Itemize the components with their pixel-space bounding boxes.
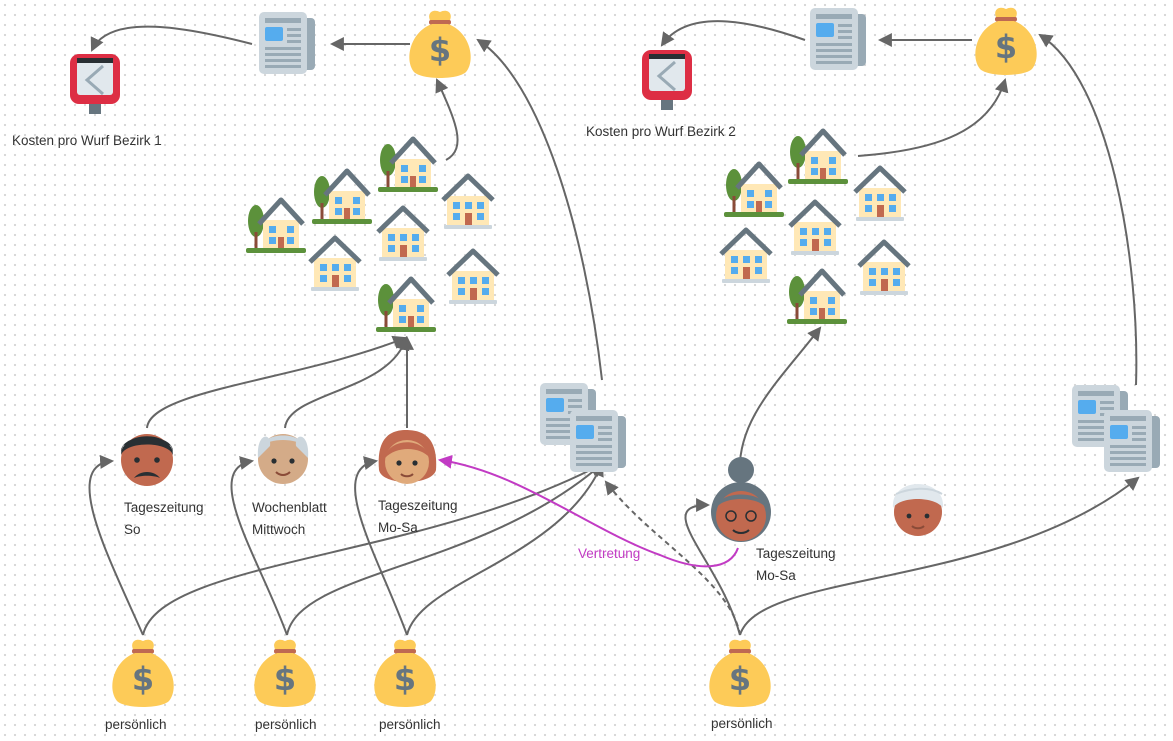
moneybag-icon-district-2[interactable] (975, 7, 1037, 75)
cost-label-district-2: Kosten pro Wurf Bezirk 2 (586, 124, 736, 139)
house-icon (859, 242, 909, 295)
house-icon (448, 251, 498, 304)
arrow-houses-to-moneybag-2 (857, 77, 1009, 157)
carrier-label-wochenblatt: Wochenblatt Mittwoch (252, 497, 327, 541)
house-with-tree-icon (724, 164, 784, 217)
house-icon (443, 176, 493, 229)
carrier-tageszeitung-mosa-person-icon[interactable] (378, 430, 437, 484)
newspaper-icon-district-1[interactable] (259, 12, 315, 74)
house-icon (855, 168, 905, 221)
carrier-label-mosa: Tageszeitung Mo-Sa (378, 495, 458, 539)
house-with-tree-icon (378, 139, 438, 192)
carrier-label-line1: Tageszeitung (756, 546, 836, 561)
substitution-arrow (437, 454, 739, 568)
house-icon (310, 238, 360, 291)
arrow-payment2-to-stack (286, 462, 604, 636)
arrow-payment3-to-carrier-mosa (354, 456, 408, 636)
carrier-tageszeitung-mosa-2-person-icon[interactable] (711, 457, 771, 542)
arrow-carrier-wochenblatt-to-houses (284, 335, 410, 429)
carrier-wochenblatt-person-icon[interactable] (257, 434, 309, 484)
arrow-payment3-to-stack (406, 462, 604, 636)
payment-label-3: persönlich (379, 717, 441, 732)
payment-label-2: persönlich (255, 717, 317, 732)
carrier-label-line1: Tageszeitung (378, 498, 458, 513)
arrow-payment1-to-stack (142, 463, 604, 636)
house-cluster-district-2 (721, 131, 909, 324)
arrow-payment2-to-carrier-wochenblatt (230, 456, 288, 636)
moneybag-icon-payment-1[interactable] (112, 639, 174, 707)
carrier-label-line1: Wochenblatt (252, 500, 327, 515)
moneybag-icon-payment-4[interactable] (709, 639, 771, 707)
arrow-payment1-to-carrier-so (88, 454, 144, 636)
newspaper-icon-district-2[interactable] (810, 8, 866, 70)
house-with-tree-icon (376, 279, 436, 332)
house-icon (721, 230, 771, 283)
arrow-stack-to-moneybag-2 (1038, 33, 1138, 386)
carrier-label-line2: Mo-Sa (756, 568, 796, 583)
carrier-tageszeitung-so-person-icon[interactable] (120, 434, 174, 486)
substitution-label: Vertretung (578, 546, 641, 561)
arrow-carrier-mosa2-to-houses (738, 326, 822, 479)
house-with-tree-icon (246, 200, 306, 253)
carrier-label-line2: Mittwoch (252, 522, 306, 537)
newspaper-stack-icon-district-2[interactable] (1072, 385, 1160, 472)
carrier-label-so: Tageszeitung So (124, 497, 204, 541)
moneybag-icon-district-1[interactable] (409, 10, 471, 78)
arrow-payment4-to-stack1-dashed (604, 480, 741, 636)
carrier-label-line1: Tageszeitung (124, 500, 204, 515)
payment-label-4: persönlich (711, 716, 773, 731)
arrow-payment4-to-stack2 (739, 476, 1140, 636)
payment-label-1: persönlich (105, 717, 167, 732)
connector-arrows (88, 20, 1140, 636)
arrow-carrier-so-to-houses (146, 335, 407, 429)
mailbox-icon-district-1[interactable] (68, 52, 122, 116)
house-with-tree-icon (788, 131, 848, 184)
house-with-tree-icon (312, 171, 372, 224)
moneybag-icon-payment-2[interactable] (254, 639, 316, 707)
house-icon (790, 202, 840, 255)
house-with-tree-icon (787, 271, 847, 324)
house-cluster-district-1 (246, 139, 498, 332)
moneybag-icon-payment-3[interactable] (374, 639, 436, 707)
bystander-person-icon[interactable] (892, 484, 944, 536)
arrow-stack-to-moneybag-1 (476, 38, 603, 381)
arrow-newspaper-to-mailbox-1 (90, 25, 253, 52)
newspaper-stack-icon-district-1[interactable] (540, 383, 626, 472)
arrow-houses-to-moneybag-1 (435, 78, 459, 161)
carrier-label-line2: So (124, 522, 141, 537)
mailbox-icon-district-2[interactable] (640, 48, 694, 112)
arrow-newspaper-to-mailbox-2 (660, 20, 806, 47)
cost-label-district-1: Kosten pro Wurf Bezirk 1 (12, 133, 162, 148)
carrier-label-mosa-2: Tageszeitung Mo-Sa (756, 543, 836, 587)
house-icon (378, 208, 428, 261)
carrier-label-line2: Mo-Sa (378, 520, 418, 535)
